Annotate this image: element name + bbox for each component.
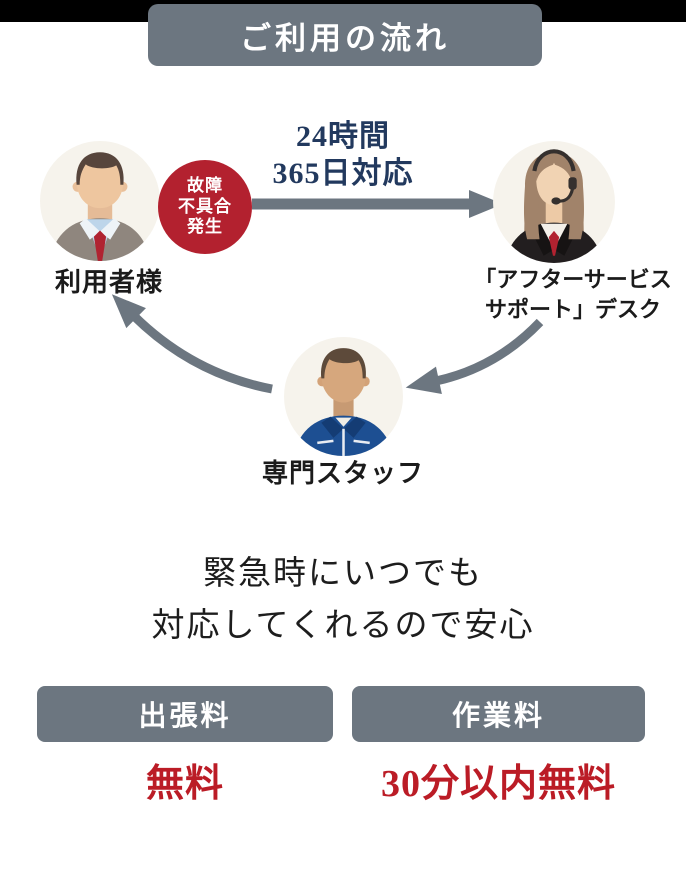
flow-diagram: 故障 不具合 発生 24時間 365日対応 利用者様 「アフターサービス サポー… xyxy=(0,100,686,500)
work-fee-label: 作業料 xyxy=(451,701,545,732)
arrow-staff-to-user xyxy=(111,294,273,394)
staff-label: 専門スタッフ xyxy=(261,459,424,488)
work-fee-value: 30分以内無料 xyxy=(380,763,616,805)
work-fee-box: 作業料 xyxy=(352,686,645,742)
support-operator-avatar-icon xyxy=(493,141,615,263)
travel-fee-label: 出張料 xyxy=(138,701,232,732)
availability-text: 24時間 365日対応 xyxy=(272,120,414,190)
support-desk-label: 「アフターサービス サポート」デスク xyxy=(474,267,672,322)
user-avatar-icon xyxy=(40,141,160,261)
travel-fee-box: 出張料 xyxy=(37,686,333,742)
incident-badge-text: 故障 不具合 発生 xyxy=(178,176,232,237)
travel-fee-value: 無料 xyxy=(145,763,224,805)
section-title: ご利用の流れ xyxy=(240,20,450,56)
user-label: 利用者様 xyxy=(54,268,163,297)
flow-arrows xyxy=(111,190,544,395)
section-title-banner: ご利用の流れ xyxy=(148,4,542,66)
reassurance-message: 緊急時にいつでも 対応してくれるので安心 xyxy=(151,556,535,644)
arrow-support-to-staff xyxy=(405,318,544,395)
staff-avatar-icon xyxy=(284,337,403,456)
incident-badge: 故障 不具合 発生 xyxy=(158,160,252,254)
